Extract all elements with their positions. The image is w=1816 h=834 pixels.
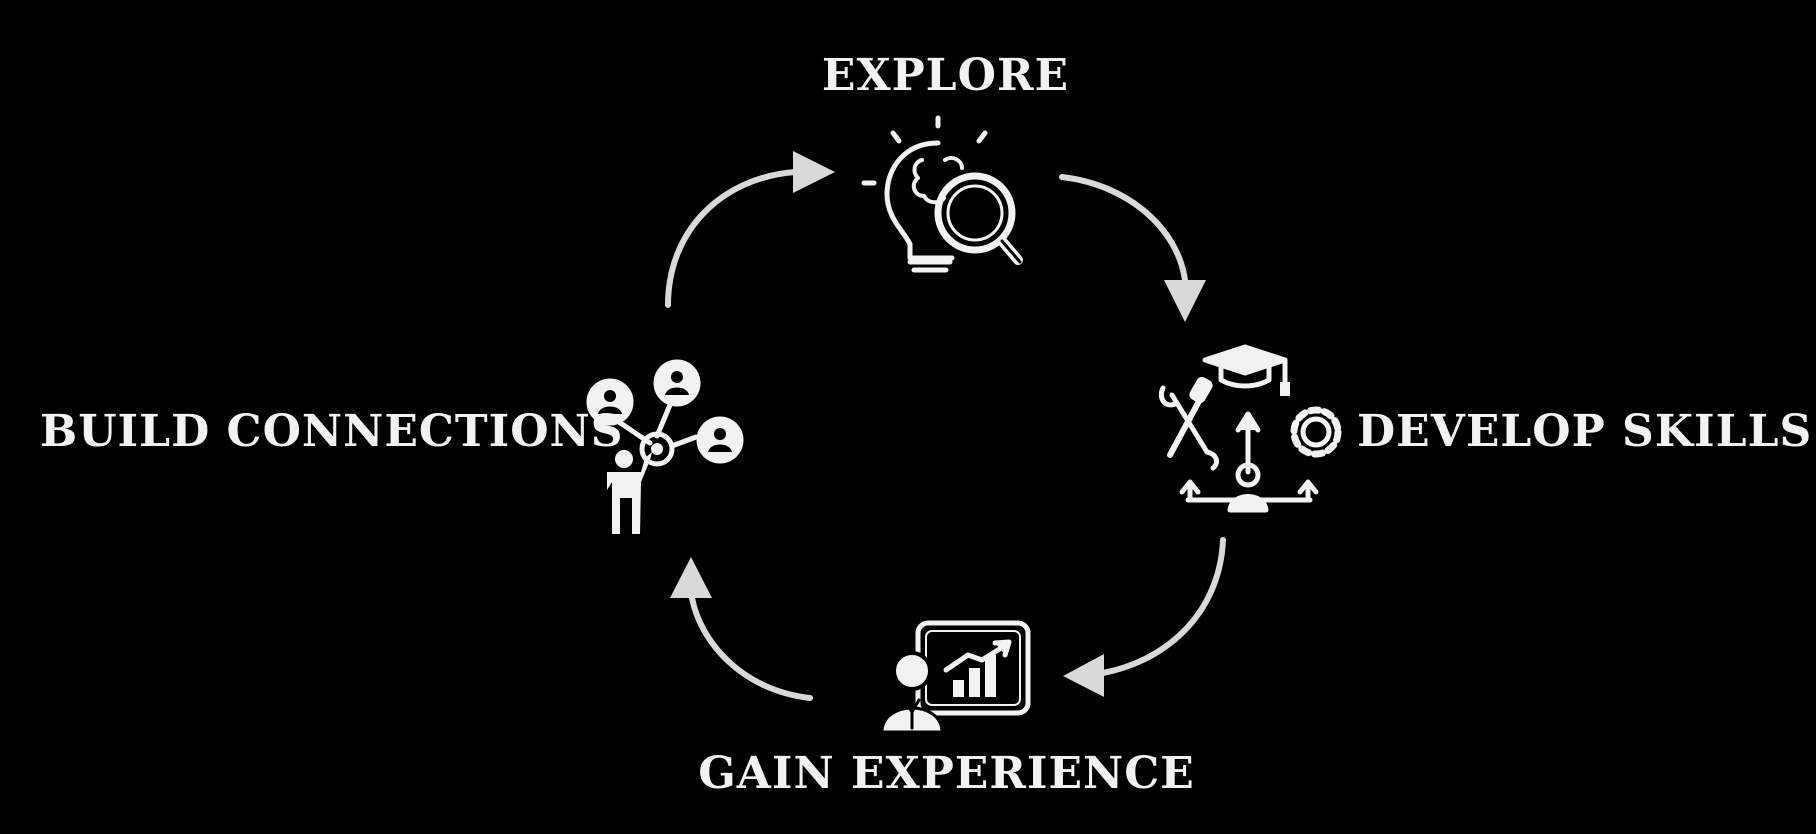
arrow-gain-to-build [670, 557, 813, 701]
arrow-build-to-explore [665, 151, 835, 308]
arrow-explore-to-develop [1059, 174, 1206, 322]
arrow-develop-to-gain [1063, 537, 1226, 697]
label-gain-experience: GAIN EXPERIENCE [698, 748, 1195, 799]
label-build-connections: BUILD CONNECTIONS [40, 406, 624, 457]
network-people-icon [586, 359, 744, 534]
lightbulb-brain-magnifier-icon [861, 115, 1023, 273]
label-explore: EXPLORE [821, 50, 1070, 101]
label-develop-skills: DEVELOP SKILLS [1357, 406, 1813, 457]
skills-tools-graduation-icon [1158, 344, 1342, 513]
presenter-chart-icon [880, 620, 1031, 734]
